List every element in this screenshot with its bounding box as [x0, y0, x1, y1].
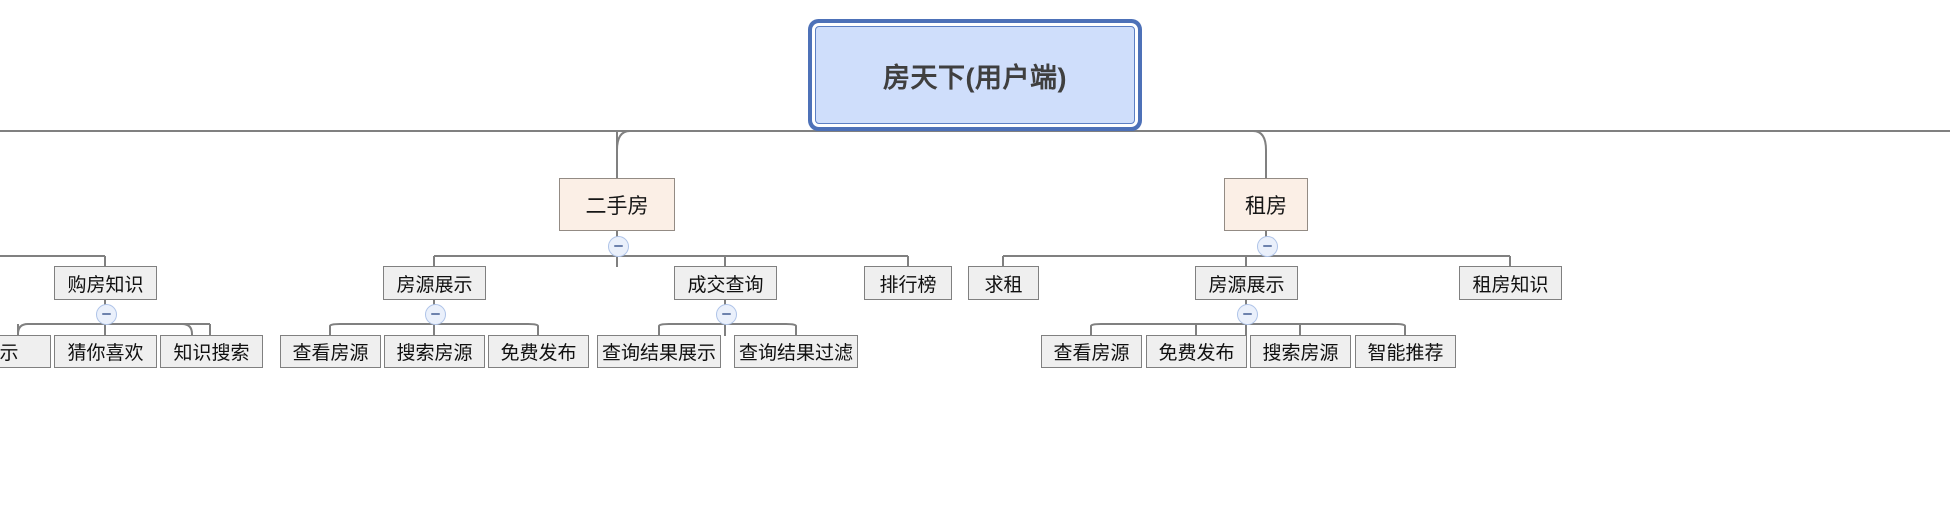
minus-icon: [1262, 245, 1272, 247]
node-chaxunjieguoguolv[interactable]: 查询结果过滤: [734, 335, 858, 368]
collapse-toggle-fangyuanzhanshi-ershoufang[interactable]: [424, 303, 446, 325]
minus-icon: [1242, 313, 1252, 315]
node-zhishizhanshi[interactable]: 展示: [0, 335, 51, 368]
node-zufangzhishi[interactable]: 租房知识: [1459, 266, 1562, 300]
node-chakanfangyuan-zufang[interactable]: 查看房源: [1041, 335, 1142, 368]
node-sousuofangyuan-ershoufang[interactable]: 搜索房源: [384, 335, 485, 368]
collapse-toggle-goufangzhishi[interactable]: [95, 303, 117, 325]
collapse-toggle-ershoufang[interactable]: [607, 235, 629, 257]
node-qiuzu[interactable]: 求租: [968, 266, 1039, 300]
node-mianfeifabu-ershoufang[interactable]: 免费发布: [488, 335, 589, 368]
collapse-toggle-fangyuanzhanshi-zufang[interactable]: [1236, 303, 1258, 325]
minus-icon: [430, 313, 440, 315]
collapse-toggle-chengjiaochaxun[interactable]: [715, 303, 737, 325]
minus-icon: [101, 313, 111, 315]
collapse-toggle-zufang[interactable]: [1256, 235, 1278, 257]
minus-icon: [721, 313, 731, 315]
node-fangyuanzhanshi-zufang[interactable]: 房源展示: [1195, 266, 1298, 300]
node-paihangbang[interactable]: 排行榜: [864, 266, 952, 300]
node-goufangzhishi[interactable]: 购房知识: [54, 266, 157, 300]
node-mianfeifabu-zufang[interactable]: 免费发布: [1146, 335, 1247, 368]
node-root[interactable]: 房天下(用户端): [815, 26, 1135, 124]
node-chengjiaochaxun[interactable]: 成交查询: [674, 266, 777, 300]
node-zufang[interactable]: 租房: [1224, 178, 1308, 231]
node-cainixihuan[interactable]: 猜你喜欢: [54, 335, 157, 368]
node-fangyuanzhanshi-ershoufang[interactable]: 房源展示: [383, 266, 486, 300]
node-sousuofangyuan-zufang[interactable]: 搜索房源: [1250, 335, 1351, 368]
node-chaxunjieguozhanshi[interactable]: 查询结果展示: [597, 335, 721, 368]
node-zhinengtuijian[interactable]: 智能推荐: [1355, 335, 1456, 368]
node-zhishisousuo[interactable]: 知识搜索: [160, 335, 263, 368]
minus-icon: [613, 245, 623, 247]
node-chakanfangyuan-ershoufang[interactable]: 查看房源: [280, 335, 381, 368]
node-ershoufang[interactable]: 二手房: [559, 178, 675, 231]
